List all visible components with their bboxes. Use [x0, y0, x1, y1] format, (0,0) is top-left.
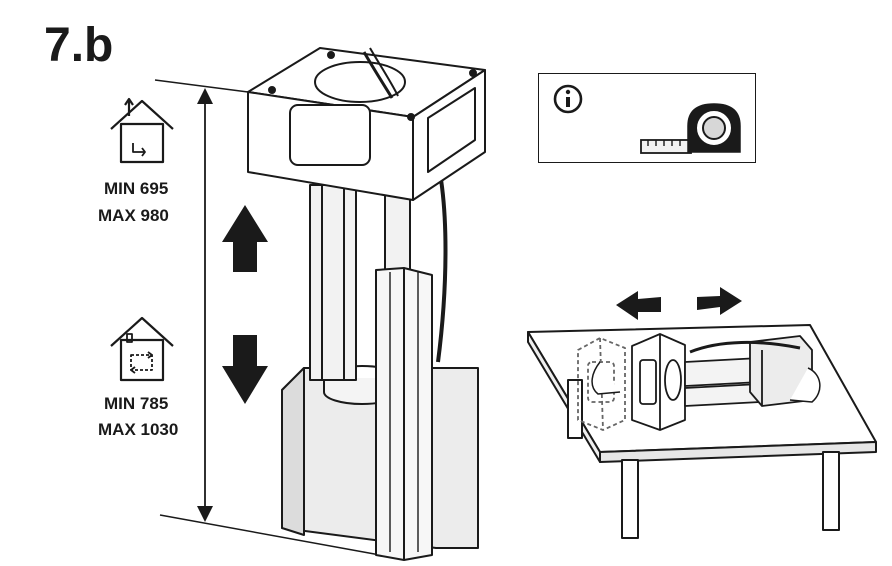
vented-max-label: MAX — [98, 206, 136, 225]
house-vented-exhaust-icon — [110, 97, 174, 164]
vented-min-label: MIN — [104, 179, 136, 198]
recirc-min-label: MIN — [104, 394, 136, 413]
workbench-table — [527, 324, 877, 539]
vented-max-row: MAX 980 — [98, 207, 169, 224]
hood-preassembly-on-table — [577, 333, 821, 431]
hood-chimney-assembly — [247, 47, 486, 561]
vented-min-value: 695 — [139, 179, 169, 198]
house-recirculation-icon — [110, 316, 174, 382]
recirc-min-value: 785 — [139, 394, 169, 413]
left-right-arrow-icon — [616, 287, 742, 320]
recirc-max-value: 1030 — [140, 420, 179, 439]
vented-max-value: 980 — [140, 206, 169, 225]
vented-min-row: MIN 695 — [104, 180, 168, 197]
info-icon — [553, 84, 583, 114]
recirc-min-row: MIN 785 — [104, 395, 168, 412]
step-title: 7.b — [44, 19, 114, 72]
tape-measure-icon — [640, 103, 741, 154]
recirc-max-row: MAX 1030 — [98, 421, 178, 438]
recirc-max-label: MAX — [98, 420, 136, 439]
height-dimension-line — [154, 79, 381, 556]
up-down-arrow-icon — [222, 205, 268, 404]
